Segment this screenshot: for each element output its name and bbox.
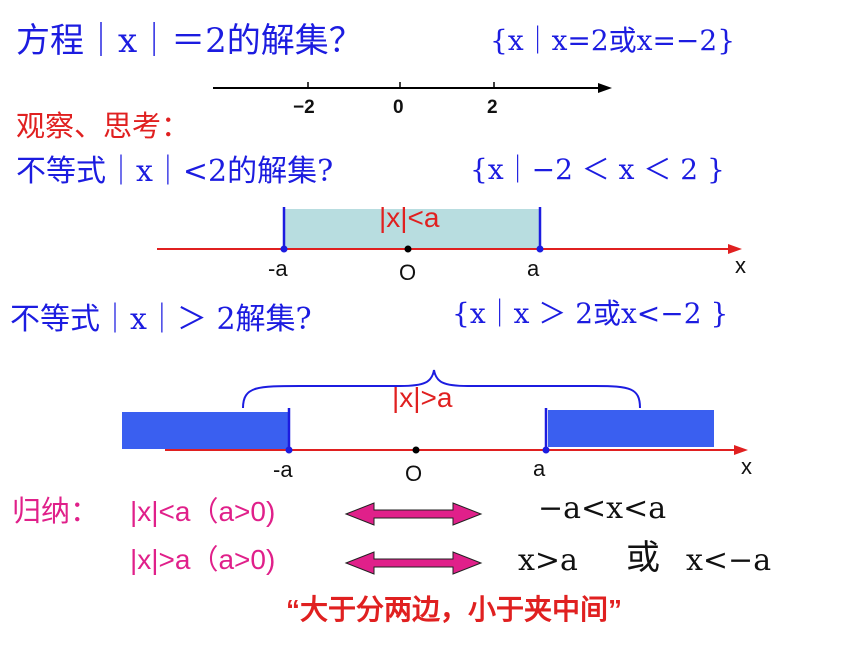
summary-rule1-right: −a<x<a	[538, 491, 667, 526]
label-x-3: x	[741, 454, 752, 479]
summary-rule2-or: 或	[626, 538, 660, 578]
inequality-lt-question: 不等式｜x｜<2的解集?	[16, 154, 334, 189]
summary-rule2-right-a: x>a	[518, 543, 578, 578]
brace-label: |x|>a	[392, 382, 453, 413]
point-neg-a-2	[280, 245, 288, 253]
double-arrow-1	[344, 502, 483, 526]
interval-box-left	[122, 412, 288, 449]
summary-rule2-right-b: x<−a	[686, 543, 772, 578]
observe-heading: 观察、思考：	[16, 109, 191, 143]
interval-box-inside	[284, 209, 540, 248]
inequality-gt-answer: {x｜x ＞ 2或x<−2 }	[452, 297, 729, 330]
label-pos-a-2: a	[527, 256, 540, 281]
label-pos-a-3: a	[533, 456, 546, 481]
label-neg-a-2: -a	[268, 256, 288, 281]
interval-box-inside-label: |x|<a	[379, 202, 440, 233]
double-arrow-2	[344, 551, 483, 575]
label-origin-2: O	[399, 260, 417, 285]
number-line-2-arrow	[728, 244, 742, 254]
number-line-3-arrow	[734, 445, 748, 455]
point-pos-a-3	[542, 446, 550, 454]
inequality-gt-question: 不等式｜x｜＞ 2解集?	[10, 302, 312, 337]
label-origin-3: O	[405, 461, 423, 486]
equation-answer: {x｜x=2或x=−2}	[490, 24, 736, 57]
label-neg-a-3: -a	[273, 457, 293, 482]
curly-brace	[242, 369, 641, 409]
summary-rule1-left: |x|<a（a>0)	[130, 496, 276, 527]
summary-heading: 归纳：	[12, 496, 100, 528]
inequality-lt-answer: {x｜−2 ＜ x ＜ 2 }	[470, 153, 725, 186]
equation-question: 方程｜x｜＝2的解集？	[16, 21, 363, 61]
interval-box-right	[548, 410, 714, 447]
motto: “大于分两边，小于夹中间”	[286, 594, 623, 625]
point-origin-2	[404, 245, 412, 253]
point-pos-a-2	[536, 245, 544, 253]
summary-rule2-left: |x|>a（a>0)	[130, 544, 276, 575]
number-line-1-arrow	[598, 83, 612, 93]
point-origin-3	[412, 446, 420, 454]
tick-label-neg2: −2	[293, 97, 315, 118]
tick-label-0: 0	[393, 97, 404, 118]
label-x-2: x	[735, 253, 746, 278]
tick-label-2: 2	[487, 97, 498, 118]
point-neg-a-3	[285, 446, 293, 454]
